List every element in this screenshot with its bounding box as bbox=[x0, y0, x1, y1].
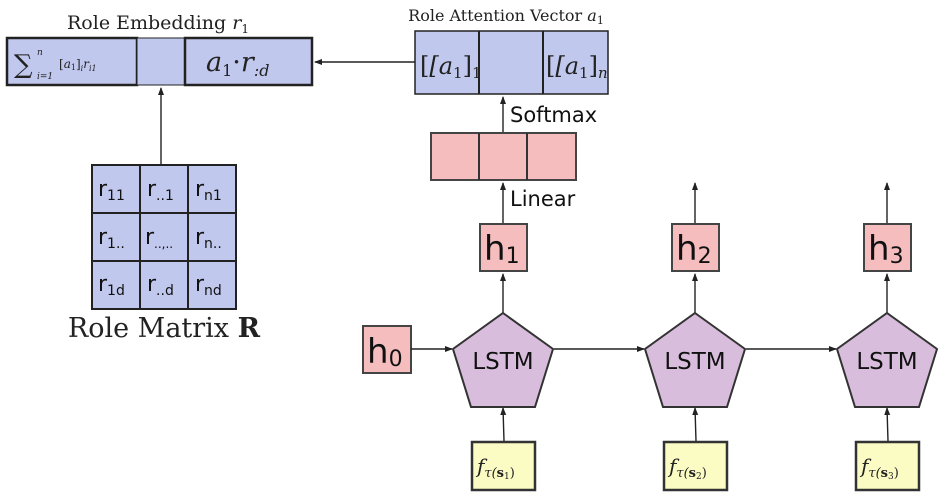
role-matrix-grid bbox=[91, 164, 237, 310]
matrix-cell: r1d bbox=[98, 272, 125, 299]
attention-cell-last: [[a1]n bbox=[546, 52, 608, 82]
sum-expression: ∑ bbox=[14, 50, 33, 80]
matrix-cell: r..d bbox=[147, 272, 174, 299]
softmax-label: Softmax bbox=[510, 103, 597, 127]
input-box-2 bbox=[662, 440, 729, 492]
input3-to-lstm3-arrow bbox=[884, 407, 891, 442]
attention-cell-first: [[a1]1 bbox=[420, 52, 482, 82]
hidden-state-h1 bbox=[479, 223, 528, 272]
attention-vector-box bbox=[414, 30, 609, 95]
matrix-cell: r11 bbox=[98, 177, 125, 204]
hidden-state-h0-label: h0 bbox=[367, 332, 403, 372]
role-embedding-middle-cell bbox=[136, 37, 186, 86]
matrix-cell: r..,.. bbox=[145, 225, 173, 251]
linear-label: Linear bbox=[510, 187, 576, 211]
input-box-1 bbox=[470, 440, 537, 492]
matrix-cell: rnd bbox=[195, 272, 222, 299]
hidden-state-h1-label: h1 bbox=[484, 229, 520, 269]
role-attention-title: Role Attention Vector a1 bbox=[408, 6, 604, 27]
lstm-cell-2-label: LSTM bbox=[664, 349, 725, 375]
hidden-state-h3-label: h3 bbox=[868, 229, 904, 269]
role-matrix: r11 r..1 rn1 r1.. r..,.. rn.. r1d r..d r… bbox=[68, 164, 261, 344]
sum-lower-bound: i=1 bbox=[37, 72, 53, 82]
hidden-state-h3 bbox=[863, 223, 912, 272]
role-matrix-title: Role Matrix R bbox=[68, 313, 261, 344]
input1-to-lstm1-arrow bbox=[500, 407, 507, 442]
matrix-cell: rn1 bbox=[195, 177, 222, 204]
matrix-cell: r..1 bbox=[147, 177, 174, 204]
sum-upper-bound: n bbox=[37, 48, 43, 58]
product-expression: a1·r:d bbox=[206, 47, 269, 80]
linear-output bbox=[430, 132, 577, 181]
lstm-cell-3-label: LSTM bbox=[856, 349, 917, 375]
lstm-cell-1 bbox=[451, 311, 555, 408]
linear-output-box bbox=[430, 132, 577, 181]
input-box-3 bbox=[854, 440, 921, 492]
lstm-cell-3 bbox=[835, 311, 939, 408]
role-attention-vector: Role Attention Vector a1 [[a1]1 [[a1]n bbox=[408, 6, 609, 95]
role-embedding: Role Embedding r1 ∑ n i=1 [a1]iri1 a1·r:… bbox=[5, 12, 314, 87]
lstm-cell-1-label: LSTM bbox=[472, 349, 533, 375]
input-2-label: fτ(s2) bbox=[667, 454, 707, 482]
lstm-cell-2 bbox=[643, 311, 747, 408]
matrix-cell: r1.. bbox=[98, 225, 125, 252]
role-embedding-sum-cell bbox=[5, 36, 139, 87]
role-embedding-title: Role Embedding r1 bbox=[67, 12, 249, 36]
hidden-state-h2-label: h2 bbox=[676, 229, 712, 269]
sum-term: [a1]iri1 bbox=[59, 57, 97, 73]
role-embedding-product-cell bbox=[183, 36, 314, 87]
hidden-state-h2 bbox=[671, 223, 720, 272]
matrix-cell: rn.. bbox=[195, 225, 222, 252]
input2-to-lstm2-arrow bbox=[692, 407, 699, 442]
